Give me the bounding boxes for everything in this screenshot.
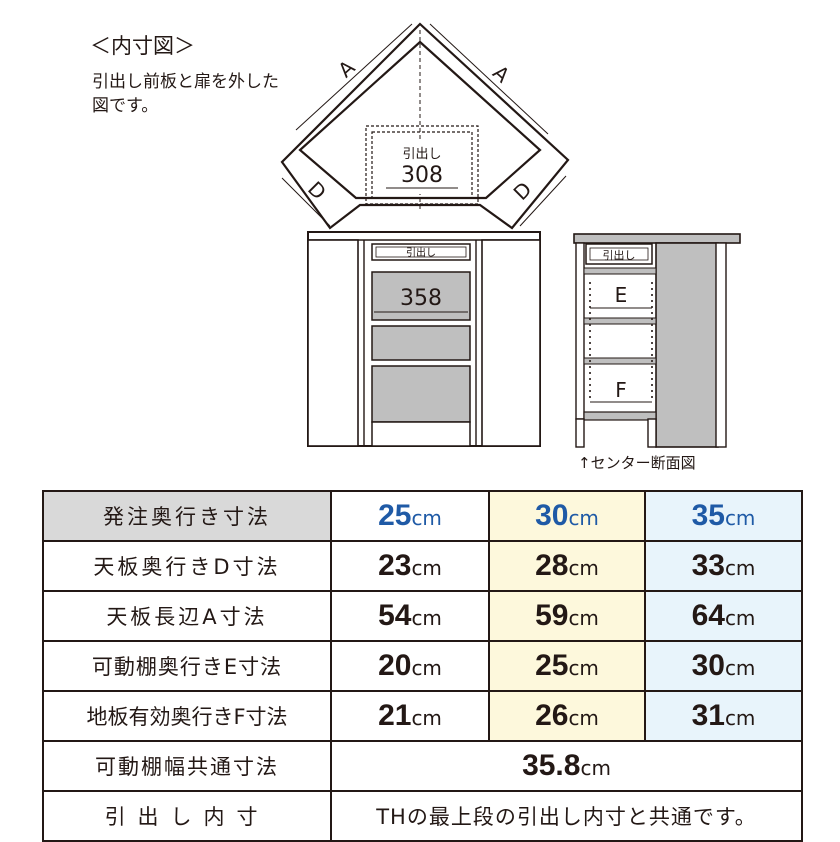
row-label: 可動棚幅共通寸法: [42, 740, 332, 792]
section-floor-board: [583, 411, 657, 421]
top-drawer-label: 引出し: [402, 147, 441, 162]
front-shelf-3: [371, 365, 471, 423]
value-cell: 35cm: [644, 490, 803, 542]
front-shelf-2: [371, 325, 471, 361]
value-cell: 59cm: [488, 590, 646, 642]
table-row: 天板奥行きD寸法 23cm 28cm 33cm: [42, 540, 803, 592]
front-drawer: [371, 243, 471, 261]
section-floor-letter-f: F: [615, 378, 627, 402]
section-drawer-label: 引出し: [603, 248, 636, 262]
value-cell: 30cm: [488, 490, 646, 542]
diagram-subnote: 引出し前板と扉を外した図です。: [92, 72, 279, 116]
table-row: 引出し内寸 THの最上段の引出し内寸と共通です。: [42, 790, 803, 842]
value-cell: 20cm: [330, 640, 490, 692]
table-row: 地板有効奥行きF寸法 21cm 26cm 31cm: [42, 690, 803, 742]
section-view-diagram: 引出し E F: [573, 233, 741, 448]
section-shelf-letter-e: E: [615, 283, 628, 307]
section-shelf-lower: [583, 357, 657, 365]
top-view-dimension-lines: [281, 23, 567, 227]
value-cell: 26cm: [488, 690, 646, 742]
section-top-board: [573, 233, 741, 244]
value-cell: 64cm: [644, 590, 803, 642]
value-cell: 25cm: [488, 640, 646, 692]
value-cell: 25cm: [330, 490, 490, 542]
front-drawer-label: 引出し: [406, 246, 436, 259]
section-shelf-upper: [583, 317, 657, 325]
diagram-heading: ＜内寸図＞: [90, 34, 195, 58]
section-caption: ↑センター断面図: [578, 454, 696, 472]
top-edge-d-right: D: [509, 177, 537, 205]
table-row: 天板長辺A寸法 54cm 59cm 64cm: [42, 590, 803, 642]
row-label: 可動棚奥行きE寸法: [42, 640, 332, 692]
row-label: 発注奥行き寸法: [42, 490, 332, 542]
value-cell: 33cm: [644, 540, 803, 592]
dimension-table: 発注奥行き寸法 25cm 30cm 35cm 天板奥行きD寸法 23cm 28c…: [42, 490, 803, 842]
value-cell: 30cm: [644, 640, 803, 692]
row-label: 天板長辺A寸法: [42, 590, 332, 642]
value-cell: 31cm: [644, 690, 803, 742]
top-edge-a-left: A: [333, 55, 359, 82]
front-left-panel: [307, 239, 359, 447]
front-view-diagram: 引出し 358: [307, 231, 541, 447]
section-front-post: [575, 242, 585, 420]
row-label: 地板有効奥行きF寸法: [42, 690, 332, 742]
value-cell: 28cm: [488, 540, 646, 592]
front-right-panel: [481, 239, 541, 447]
top-edge-d-left: D: [303, 177, 331, 205]
value-cell: 21cm: [330, 690, 490, 742]
value-cell: 23cm: [330, 540, 490, 592]
top-drawer-value: 308: [401, 163, 443, 188]
front-shelf-width: 358: [400, 286, 442, 311]
value-cell: 54cm: [330, 590, 490, 642]
top-view-drawer-box: [365, 125, 479, 205]
drawer-inner-note: THの最上段の引出し内寸と共通です。: [330, 790, 803, 842]
table-row: 発注奥行き寸法 25cm 30cm 35cm: [42, 490, 803, 542]
table-row: 可動棚幅共通寸法 35.8cm: [42, 740, 803, 792]
table-row: 可動棚奥行きE寸法 20cm 25cm 30cm: [42, 640, 803, 692]
row-label: 引出し内寸: [42, 790, 332, 842]
section-drawer: [585, 243, 653, 265]
top-edge-a-right: A: [488, 60, 514, 87]
section-rear-panel: [655, 242, 719, 448]
row-label: 天板奥行きD寸法: [42, 540, 332, 592]
top-view-diagram: A A D D 引出し 308: [280, 22, 570, 230]
common-shelf-value: 35.8cm: [330, 740, 803, 792]
